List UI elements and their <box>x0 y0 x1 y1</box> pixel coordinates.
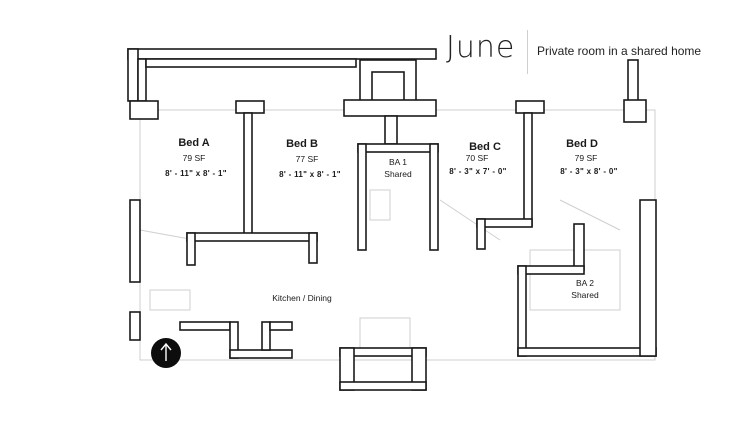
wall-right-pier <box>623 99 647 123</box>
room-area: 77 SF <box>296 154 319 164</box>
wall-ba1-right <box>429 143 439 251</box>
room-ba-2[interactable]: BA 2 Shared <box>571 278 599 300</box>
header-tagline: Private room in a shared home <box>537 44 702 58</box>
wall-rail-left <box>127 48 139 102</box>
room-bed-b[interactable]: Bed B 77 SF 8' - 11" x 8' - 1" <box>279 138 341 179</box>
wall-ba2-top <box>573 223 585 271</box>
wall-rail-inner <box>137 58 147 102</box>
wall-shaft-inner <box>371 71 405 105</box>
wall-ba2-left <box>517 265 527 357</box>
bath-name: BA 2 <box>576 278 594 288</box>
room-kitchen-dining[interactable]: Kitchen / Dining <box>272 293 332 303</box>
wall-balcony-bottom <box>339 381 427 391</box>
bath-note: Shared <box>384 169 412 179</box>
wall-top-rail <box>127 48 437 60</box>
room-name: Bed C <box>469 141 501 153</box>
header-divider <box>527 30 528 74</box>
room-ba-1[interactable]: BA 1 Shared <box>384 157 412 179</box>
room-name: Bed D <box>566 138 598 150</box>
walls <box>127 48 657 391</box>
wall-ba2-bottom <box>517 347 657 357</box>
room-bed-c[interactable]: Bed C 70 SF 8' - 3" x 7' - 0" <box>449 141 506 176</box>
june-logo: June <box>446 30 516 65</box>
bath-name: BA 1 <box>389 157 407 167</box>
wall-cd-cap <box>515 100 545 114</box>
room-area: 79 SF <box>575 153 598 163</box>
wall-ba1-top <box>357 143 439 153</box>
room-area: 70 SF <box>466 153 489 163</box>
wall-entry-bottom <box>229 349 293 359</box>
room-area: 79 SF <box>183 153 206 163</box>
wall-closet-right <box>308 232 318 264</box>
wall-closet-top <box>186 232 318 242</box>
wall-entry-top <box>269 321 293 331</box>
room-dims: 8' - 3" x 7' - 0" <box>449 167 506 176</box>
wall-cd-divider <box>523 112 533 227</box>
wall-ba1-left <box>357 143 367 251</box>
wall-right-exterior <box>639 199 657 357</box>
north-arrow-icon <box>151 338 181 368</box>
room-dims: 8' - 11" x 8' - 1" <box>165 169 227 178</box>
room-bed-a[interactable]: Bed A 79 SF 8' - 11" x 8' - 1" <box>165 137 227 178</box>
room-name: Bed A <box>178 137 209 149</box>
kitchen-label: Kitchen / Dining <box>272 293 332 303</box>
wall-entry-jamb <box>261 321 271 351</box>
wall-ab-divider <box>243 112 253 238</box>
wall-left-lower <box>129 311 141 341</box>
wall-right-column <box>627 59 639 103</box>
wall-ba2-upper <box>517 265 585 275</box>
bath-note: Shared <box>571 290 599 300</box>
wall-left-pier <box>129 100 159 120</box>
room-name: Bed B <box>286 138 318 150</box>
wall-rail-inner-top <box>145 58 357 68</box>
wall-ab-cap <box>235 100 265 114</box>
room-bed-d[interactable]: Bed D 79 SF 8' - 3" x 8' - 0" <box>560 138 617 176</box>
wall-shaft-base <box>343 99 437 117</box>
room-dims: 8' - 3" x 8' - 0" <box>560 167 617 176</box>
room-dims: 8' - 11" x 8' - 1" <box>279 170 341 179</box>
wall-left-upper <box>129 199 141 283</box>
wall-closet-left <box>186 232 196 266</box>
wall-c-closet-side <box>476 218 486 250</box>
wall-ba1-neck <box>384 115 398 145</box>
wall-bottom-left <box>179 321 231 331</box>
